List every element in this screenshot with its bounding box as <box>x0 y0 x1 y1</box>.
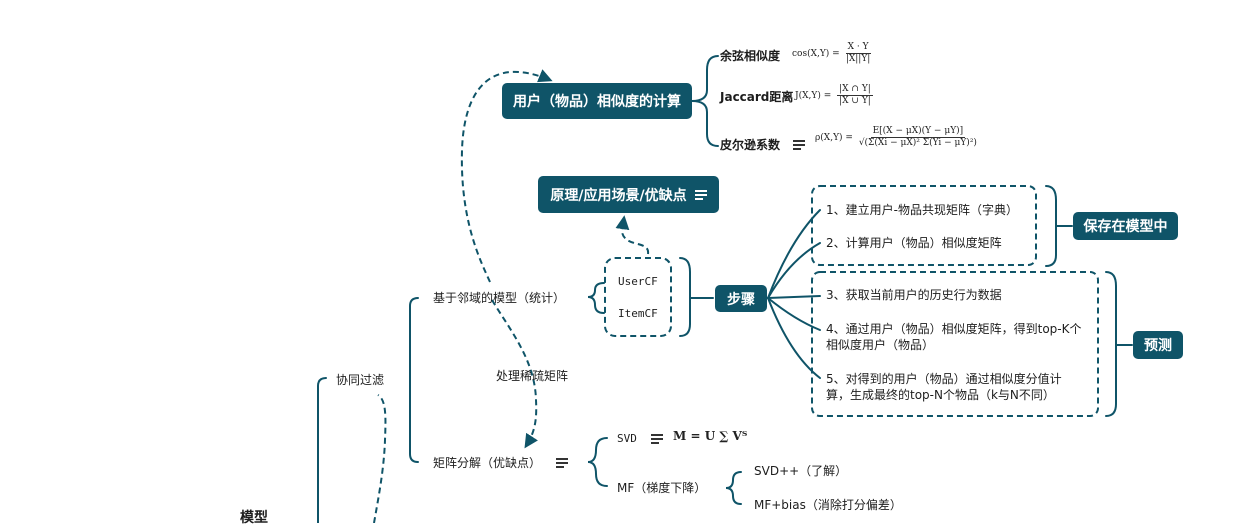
principle-label: 原理/应用场景/优缺点 <box>550 187 687 204</box>
matrix-factorization-node[interactable]: 矩阵分解（优缺点） <box>433 456 542 470</box>
jaccard-formula: J(X,Y) = |X ∩ Y||X ∪ Y| <box>795 84 873 107</box>
step-2[interactable]: 2、计算用户（物品）相似度矩阵 <box>826 236 1002 250</box>
jaccard-label[interactable]: Jaccard距离 <box>720 90 794 104</box>
step-3[interactable]: 3、获取当前用户的历史行为数据 <box>826 288 1002 302</box>
jaccard-denominator: |X ∪ Y| <box>839 96 871 106</box>
principle-node[interactable]: 原理/应用场景/优缺点 <box>538 176 719 213</box>
predict-label: 预测 <box>1144 338 1172 354</box>
cosine-denominator: |X||Y| <box>845 54 871 64</box>
similarity-calc-label: 用户（物品）相似度的计算 <box>513 94 681 110</box>
jaccard-numerator: |X ∩ Y| <box>837 84 873 96</box>
predict-node[interactable]: 预测 <box>1133 331 1183 359</box>
save-in-model-label: 保存在模型中 <box>1083 219 1168 235</box>
steps-node[interactable]: 步骤 <box>715 285 767 312</box>
pearson-formula: ρ(X,Y) = E[(X − μX)(Y − μY)]√(Σ(Xi − μX)… <box>815 126 977 149</box>
sparse-matrix-note: 处理稀疏矩阵 <box>496 369 569 383</box>
pearson-numerator: E[(X − μX)(Y − μY)] <box>870 126 966 138</box>
cosine-label[interactable]: 余弦相似度 <box>720 49 781 63</box>
notes-icon <box>793 140 805 150</box>
save-in-model-node[interactable]: 保存在模型中 <box>1073 212 1178 240</box>
step-5-line2: 算，生成最终的top-N个物品（k与N不同） <box>826 388 1055 402</box>
collab-filter-node[interactable]: 协同过滤 <box>336 373 385 387</box>
mf-node[interactable]: MF（梯度下降） <box>617 481 707 495</box>
neighbor-model-node[interactable]: 基于邻域的模型（统计） <box>433 291 566 305</box>
notes-icon <box>651 434 663 444</box>
notes-icon <box>556 458 568 468</box>
svd-node[interactable]: SVD <box>617 432 637 445</box>
step-1[interactable]: 1、建立用户-物品共现矩阵（字典） <box>826 203 1018 217</box>
step-4-line2: 相似度用户（物品） <box>826 338 935 352</box>
usercf-node[interactable]: UserCF <box>618 275 658 288</box>
notes-icon <box>694 190 707 200</box>
pearson-label[interactable]: 皮尔逊系数 <box>720 138 781 152</box>
mfbias-node[interactable]: MF+bias（消除打分偏差） <box>754 498 902 512</box>
similarity-calc-node[interactable]: 用户（物品）相似度的计算 <box>502 83 692 119</box>
pearson-lhs: ρ(X,Y) = <box>815 133 853 143</box>
cosine-numerator: X · Y <box>845 42 871 54</box>
step-5-line1[interactable]: 5、对得到的用户（物品）通过相似度分值计 <box>826 372 1062 386</box>
root-model-node[interactable]: 模型 <box>240 510 268 526</box>
step-4-line1[interactable]: 4、通过用户（物品）相似度矩阵，得到top-K个 <box>826 322 1082 336</box>
svd-formula: M = U ∑ Vᵀ <box>673 429 748 443</box>
itemcf-node[interactable]: ItemCF <box>618 307 658 320</box>
steps-label: 步骤 <box>727 291 755 308</box>
pearson-denominator: √(Σ(Xi − μX)² Σ(Yi − μY)²) <box>858 138 977 148</box>
cosine-formula: cos(X,Y) = X · Y|X||Y| <box>792 42 871 65</box>
cosine-lhs: cos(X,Y) = <box>792 49 840 59</box>
svdpp-node[interactable]: SVD++（了解） <box>754 464 848 478</box>
jaccard-lhs: J(X,Y) = <box>795 91 832 101</box>
